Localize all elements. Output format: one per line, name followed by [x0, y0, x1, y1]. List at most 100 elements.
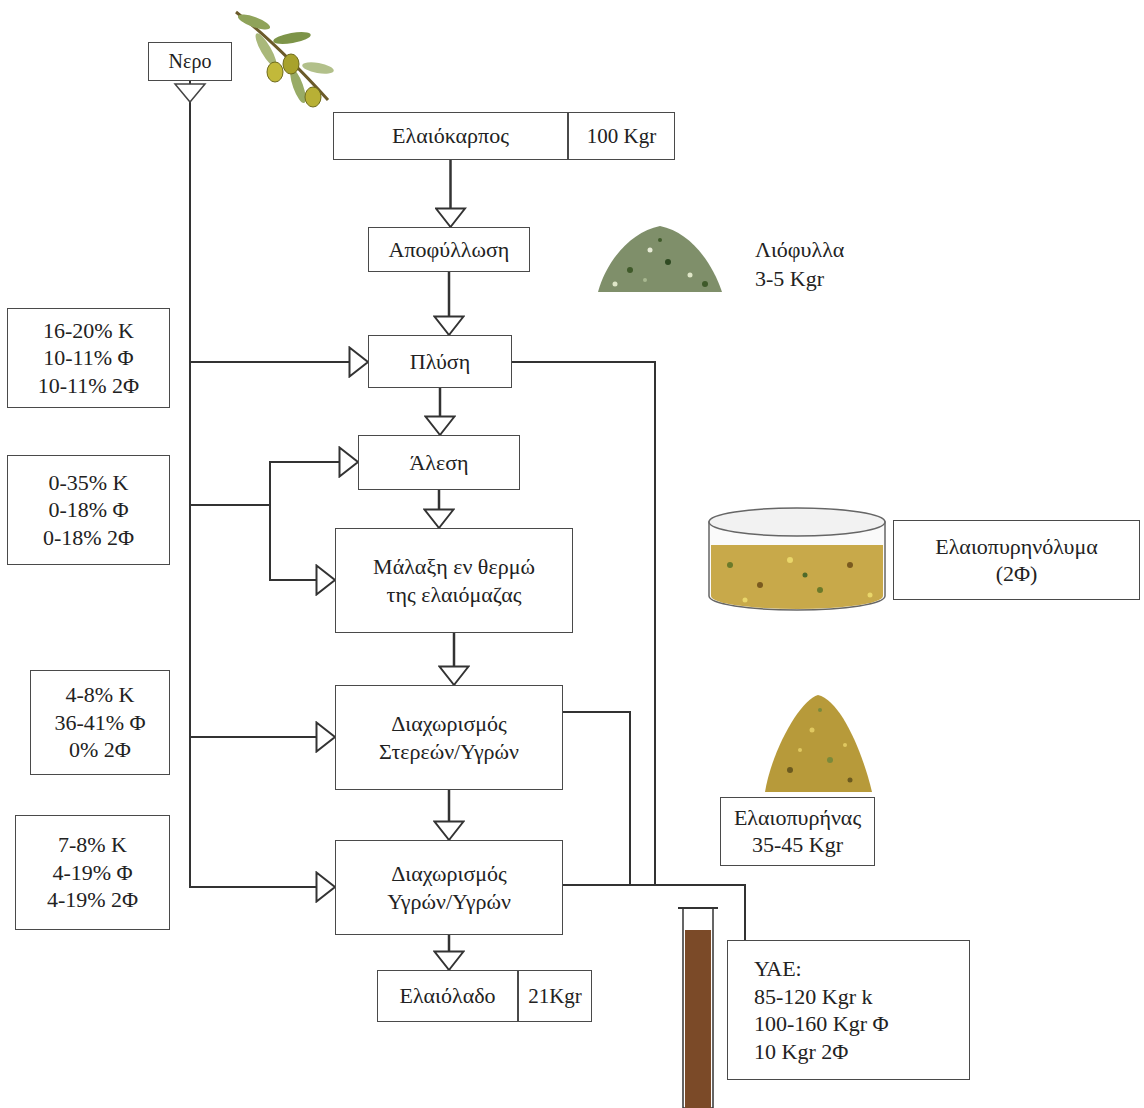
quantity-box: 21Kgr	[518, 970, 592, 1022]
product-box: Ελαιοπυρήνας35-45 Kgr	[720, 797, 875, 866]
flow-connector	[190, 81, 335, 738]
text-group: Ελαιόλαδο	[399, 982, 495, 1010]
olive-fruit	[267, 62, 283, 82]
process-box: Πλύση	[368, 335, 512, 388]
speckle	[798, 748, 802, 752]
text-group: 0-35% Κ0-18% Φ0-18% 2Φ	[43, 469, 134, 552]
node-text: 35-45 Kgr	[752, 831, 843, 859]
text-group: Διαχωρισμός Υγρών/Υγρών	[359, 860, 539, 915]
speckle	[868, 593, 873, 598]
flow-connector	[438, 490, 441, 528]
quantity-box: 100 Kgr	[568, 112, 675, 160]
pile-shape	[765, 695, 872, 792]
speckle	[817, 587, 823, 593]
olive-leaf	[272, 30, 311, 46]
speckle	[665, 259, 671, 265]
node-text: 21Kgr	[528, 983, 582, 1009]
process-box: Διαχωρισμός Υγρών/Υγρών	[335, 840, 563, 935]
node-text: 4-19% 2Φ	[47, 886, 138, 914]
flow-connector	[190, 81, 335, 581]
node-text: 100-160 Kgr Φ	[754, 1010, 889, 1038]
water-share-box: 4-8% Κ36-41% Φ0% 2Φ	[30, 670, 170, 775]
node-text: 0% 2Φ	[69, 736, 131, 764]
node-text: 100 Kgr	[587, 123, 656, 149]
pan-content	[711, 545, 883, 609]
flow-connector	[190, 81, 335, 888]
pomace-slurry-pan	[709, 508, 885, 610]
text-group: Διαχωρισμός Στερεών/Υγρών	[359, 710, 539, 765]
node-text: 36-41% Φ	[54, 709, 145, 737]
process-box: Αποφύλλωση	[368, 227, 530, 272]
cylinder-glass	[683, 908, 713, 1108]
node-text: Αποφύλλωση	[389, 236, 510, 264]
node-text: 10-11% 2Φ	[38, 372, 139, 400]
olive-pomace-pile	[765, 695, 872, 792]
speckle	[787, 557, 793, 563]
node-text: 85-120 Kgr k	[754, 983, 873, 1011]
node-text: 10-11% Φ	[43, 344, 133, 372]
speckle	[803, 573, 808, 578]
node-text: 16-20% Κ	[43, 317, 134, 345]
node-text: Μάλαξη εν θερμώ της ελαιόμαζας	[364, 553, 544, 608]
speckle	[613, 282, 618, 287]
leaf-pile	[598, 226, 722, 292]
flow-connector	[448, 935, 451, 970]
flow-connector	[439, 388, 442, 435]
water-inlet-arrow	[175, 84, 205, 102]
node-text: Πλύση	[410, 348, 470, 376]
speckle	[648, 248, 653, 253]
olive-branch	[236, 11, 335, 107]
speckle	[643, 278, 647, 282]
product-label: Λιόφυλλα	[755, 236, 844, 264]
node-text: (2Φ)	[996, 560, 1038, 588]
text-group: 100 Kgr	[587, 123, 656, 149]
speckle	[843, 743, 847, 747]
pile-shape	[598, 226, 722, 292]
flow-connector	[563, 885, 745, 940]
connector-group	[190, 81, 745, 971]
text-group: Ελαιόκαρπος	[392, 122, 509, 150]
pan-rim	[709, 508, 885, 536]
text-group: Ελαιοπυρήνας35-45 Kgr	[734, 804, 861, 859]
olive-fruit	[283, 54, 299, 74]
water-share-box: 0-35% Κ0-18% Φ0-18% 2Φ	[7, 455, 170, 565]
speckle	[688, 273, 693, 278]
olive-leaf	[236, 11, 271, 32]
olive-fruit	[305, 87, 321, 107]
text-group: 16-20% Κ10-11% Φ10-11% 2Φ	[38, 317, 139, 400]
cylinder-liquid	[685, 930, 711, 1108]
product-box: Ελαιοπυρηνόλυμα(2Φ)	[893, 520, 1140, 600]
text-group: 7-8% Κ4-19% Φ4-19% 2Φ	[47, 831, 138, 914]
process-box: Ελαιόκαρπος	[333, 112, 568, 160]
wastewater-cylinder	[678, 908, 718, 1108]
text-group: Πλύση	[410, 348, 470, 376]
speckle	[727, 562, 733, 568]
node-text: Διαχωρισμός Στερεών/Υγρών	[359, 710, 539, 765]
water-share-box: 16-20% Κ10-11% Φ10-11% 2Φ	[7, 308, 170, 408]
node-text: Ελαιόλαδο	[399, 982, 495, 1010]
speckle	[702, 281, 708, 287]
node-text: 0-18% Φ	[48, 496, 128, 524]
product-label: 3-5 Kgr	[755, 265, 824, 293]
speckle	[847, 562, 853, 568]
node-text: 7-8% Κ	[58, 831, 127, 859]
speckle	[757, 582, 763, 588]
wastewater-box: ΥΑΕ:85-120 Kgr k100-160 Kgr Φ10 Kgr 2Φ	[727, 940, 970, 1080]
node-text: 4-8% Κ	[65, 681, 134, 709]
speckle	[848, 778, 853, 783]
node-text: ΥΑΕ:	[754, 955, 802, 983]
node-text: 4-19% Φ	[52, 859, 132, 887]
node-text: 0-35% Κ	[48, 469, 128, 497]
node-text: Διαχωρισμός Υγρών/Υγρών	[359, 860, 539, 915]
process-box: Ελαιόλαδο	[377, 970, 518, 1022]
speckle	[627, 267, 633, 273]
speckle	[743, 598, 748, 603]
cylinder-lip	[678, 907, 718, 909]
text-group: Άλεση	[409, 449, 468, 477]
node-text: Ελαιόκαρπος	[392, 122, 509, 150]
speckle	[810, 728, 815, 733]
speckle	[827, 757, 833, 763]
speckle	[787, 767, 793, 773]
